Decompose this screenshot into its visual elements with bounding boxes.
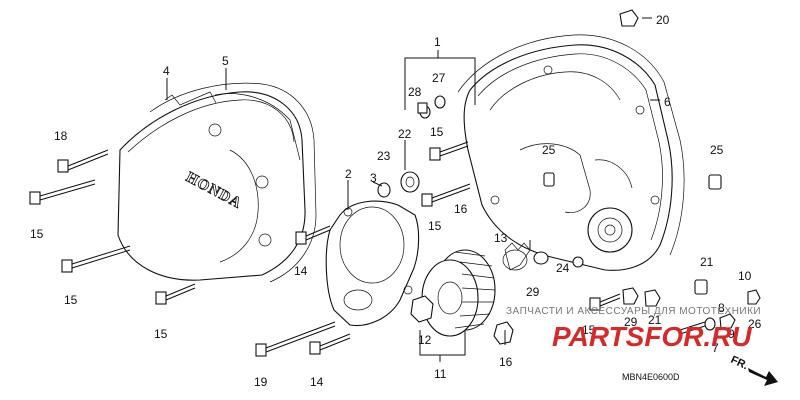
callout: 22 <box>398 127 412 141</box>
front-direction-indicator: FR. <box>729 354 778 386</box>
callout: 5 <box>222 54 229 68</box>
callout: 3 <box>370 171 377 185</box>
callout: 15 <box>64 293 78 307</box>
callout: 20 <box>656 13 670 27</box>
callout: 7 <box>712 341 719 355</box>
callout: 25 <box>710 143 724 157</box>
callout: 15 <box>428 219 442 233</box>
callout: 28 <box>408 85 422 99</box>
bolts <box>29 95 706 357</box>
crankcase-cover <box>457 34 685 271</box>
callout: 14 <box>310 375 324 389</box>
watermark-text: ЗАПЧАСТИ И АКСЕССУАРЫ ДЛЯ МОТОТЕХНИКИ <box>506 306 761 317</box>
callout: 25 <box>542 143 556 157</box>
callout: 16 <box>499 355 513 369</box>
callout: 23 <box>377 149 391 163</box>
callout: 4 <box>163 64 170 78</box>
callout: 10 <box>738 269 752 283</box>
callout: 15 <box>582 323 596 337</box>
callout: 29 <box>526 285 540 299</box>
callout: 9 <box>728 327 735 341</box>
oil-filter <box>421 249 496 337</box>
callout: 13 <box>494 231 508 245</box>
callout: 8 <box>718 301 725 315</box>
diagram-code: MBN4E0600D <box>622 372 680 382</box>
watermark: ЗАПЧАСТИ И АКСЕССУАРЫ ДЛЯ МОТОТЕХНИКИ PA… <box>506 306 761 352</box>
clutch-cover: HONDA <box>117 82 317 283</box>
callout: 6 <box>664 95 671 109</box>
callout: 26 <box>748 317 762 331</box>
callout: 18 <box>54 129 68 143</box>
callout: 2 <box>345 167 352 181</box>
callout: 19 <box>254 375 268 389</box>
callout: 14 <box>294 264 308 278</box>
callout: 15 <box>430 125 444 139</box>
callout: 15 <box>154 327 168 341</box>
watermark-logo: PARTSFOR.RU <box>552 321 752 352</box>
callout: 21 <box>700 255 714 269</box>
callout: 16 <box>454 202 468 216</box>
direction-label: FR. <box>729 354 750 372</box>
callout: 27 <box>432 71 446 85</box>
callout: 1 <box>434 35 441 49</box>
relief-valve <box>502 242 549 271</box>
front-arrow-icon <box>748 368 778 386</box>
callout: 24 <box>556 261 570 275</box>
callout: 21 <box>648 313 662 327</box>
callout: 15 <box>30 227 44 241</box>
leader-lines <box>166 17 660 362</box>
callout: 11 <box>434 367 447 381</box>
callout: 29 <box>624 315 638 329</box>
filter-cover <box>325 200 420 327</box>
callout: 12 <box>418 333 432 347</box>
callout-labels: 1 2 3 4 5 6 7 8 9 10 11 12 13 14 14 15 1… <box>30 13 762 389</box>
